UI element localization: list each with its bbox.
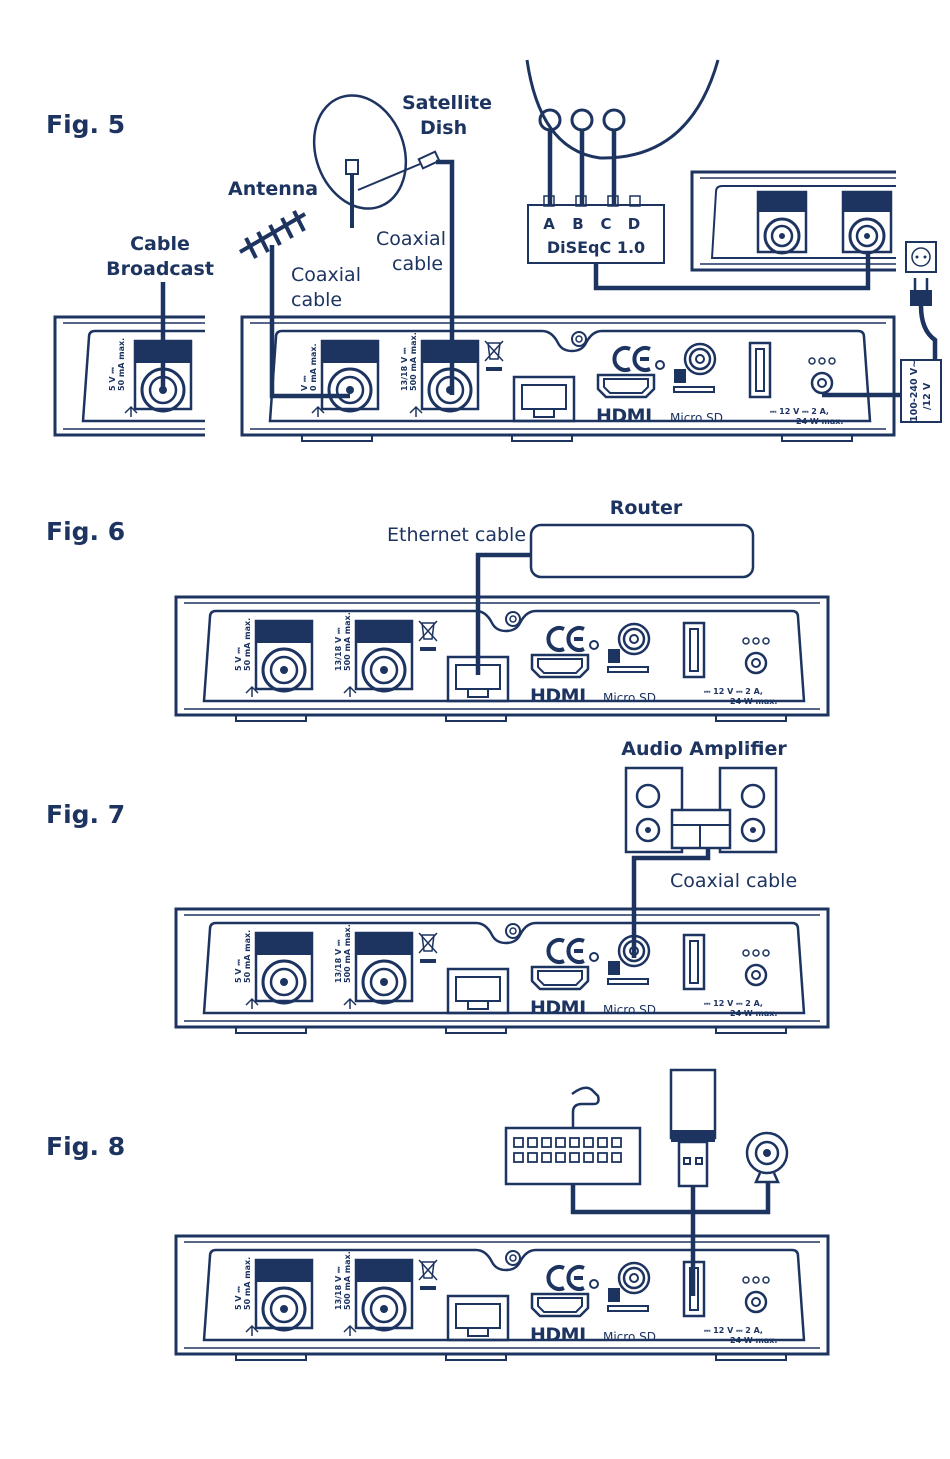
antenna-icon <box>238 210 307 259</box>
microsd-label: Micro SD <box>670 411 723 425</box>
left-port-voltage: 5 V ⎓ <box>108 367 117 391</box>
port1-voltage: 5 V ⎓ <box>234 1286 243 1310</box>
satellite-coax-line <box>436 159 455 395</box>
figure-5: Fig. 5 Cable Broadcast Antenna Coaxial c… <box>46 59 942 443</box>
diseqc-switch <box>527 204 665 264</box>
diseqc-port-d: D <box>628 215 640 233</box>
power-rating: ⎓ 12 V ⎓ 2 A, <box>704 999 763 1008</box>
diseqc-port-a: A <box>543 215 555 233</box>
diseqc-dish-icon <box>525 59 720 160</box>
fig5-panel-labels: V ⎓ 0 mA max. 13/18 V ⎓ 500 mA max. 5 V … <box>108 332 843 427</box>
power-max: 24 W max. <box>796 417 843 426</box>
power-adapter <box>900 359 942 423</box>
power-socket-icon <box>905 241 937 273</box>
coax1-label: Coaxial <box>291 264 361 286</box>
port1-current: 50 mA max. <box>243 1257 252 1310</box>
port2-current: 500 mA max. <box>343 1251 352 1310</box>
fig8-title: Fig. 8 <box>46 1132 125 1161</box>
psu-label: 100-240 V~ <box>909 360 920 422</box>
audio-amplifier-label: Audio Amplifier <box>621 738 787 760</box>
coax2-label-2: cable <box>392 253 443 275</box>
coax1-label-2: cable <box>291 289 342 311</box>
antenna-label: Antenna <box>228 178 318 200</box>
port1-current: 50 mA max. <box>243 618 252 671</box>
fig7-title: Fig. 7 <box>46 800 125 829</box>
port1-current: 0 mA max. <box>309 343 318 391</box>
diseqc-port-c: C <box>600 215 611 233</box>
satellite-dish-icon <box>312 94 441 228</box>
power-rating: ⎓ 12 V ⎓ 2 A, <box>704 1326 763 1335</box>
port1-current: 50 mA max. <box>243 930 252 983</box>
cable-broadcast-label-2: Broadcast <box>106 258 214 280</box>
power-max: 24 W max. <box>730 1009 777 1018</box>
cable-broadcast-label: Cable <box>130 233 190 255</box>
fig6-title: Fig. 6 <box>46 517 125 546</box>
satellite-dish-label-2: Dish <box>420 117 467 139</box>
microsd-label: Micro SD <box>603 691 656 705</box>
power-rating: ⎓ 12 V ⎓ 2 A, <box>770 407 829 416</box>
figure-7: Fig. 7 Audio Amplifier Coaxial cable <box>46 738 830 1035</box>
audio-coax-line <box>631 848 711 958</box>
power-plug-icon <box>910 278 938 360</box>
ethernet-cable-line <box>475 552 531 675</box>
port2-current: 500 mA max. <box>409 332 418 391</box>
webcam-icon <box>745 1131 789 1184</box>
figure-8: Fig. 8 <box>46 1068 830 1362</box>
psu-label-2: /12 V <box>922 382 933 410</box>
port2-voltage: 13/18 V ⎓ <box>334 627 343 671</box>
router-label: Router <box>610 497 683 519</box>
fig8-panel-labels: 5 V ⎓ 50 mA max. 13/18 V ⎓ 500 mA max. H… <box>234 1251 777 1346</box>
keyboard-icon <box>504 1086 642 1186</box>
receiver-partial-top-right <box>690 170 896 272</box>
hdmi-logo: HDMI <box>596 405 652 427</box>
audio-coax-label: Coaxial cable <box>670 870 797 892</box>
port1-voltage: 5 V ⎓ <box>234 959 243 983</box>
cable-broadcast-device <box>53 315 207 437</box>
left-port-current: 50 mA max. <box>117 338 126 391</box>
microsd-label: Micro SD <box>603 1330 656 1344</box>
router-icon <box>529 523 755 579</box>
figure-6: Fig. 6 Router Ethernet cable <box>46 497 830 723</box>
port1-voltage: 5 V ⎓ <box>234 647 243 671</box>
usb-hub-line <box>570 1182 771 1215</box>
hdmi-logo: HDMI <box>530 685 586 707</box>
diseqc-label: DiSEqC 1.0 <box>547 238 645 257</box>
hdmi-logo: HDMI <box>530 997 586 1019</box>
fig7-panel-labels: 5 V ⎓ 50 mA max. 13/18 V ⎓ 500 mA max. H… <box>234 924 777 1019</box>
power-max: 24 W max. <box>730 1336 777 1345</box>
audio-amplifier-icon <box>624 766 778 854</box>
port2-current: 500 mA max. <box>343 924 352 983</box>
hdmi-logo: HDMI <box>530 1324 586 1346</box>
port2-voltage: 13/18 V ⎓ <box>334 1266 343 1310</box>
usb-stick-icon <box>669 1068 717 1188</box>
satellite-dish-label: Satellite <box>402 92 492 114</box>
antenna-coax-line <box>269 245 350 399</box>
port2-voltage: 13/18 V ⎓ <box>334 939 343 983</box>
port1-voltage: V ⎓ <box>300 375 309 391</box>
ethernet-cable-label: Ethernet cable <box>387 524 526 546</box>
diseqc-port-b: B <box>572 215 583 233</box>
port2-current: 500 mA max. <box>343 612 352 671</box>
fig5-title: Fig. 5 <box>46 110 125 139</box>
power-max: 24 W max. <box>730 697 777 706</box>
coax2-label: Coaxial <box>376 228 446 250</box>
microsd-label: Micro SD <box>603 1003 656 1017</box>
power-rating: ⎓ 12 V ⎓ 2 A, <box>704 687 763 696</box>
port2-voltage: 13/18 V ⎓ <box>400 347 409 391</box>
fig6-panel-labels: 5 V ⎓ 50 mA max. 13/18 V ⎓ 500 mA max. H… <box>234 612 777 707</box>
